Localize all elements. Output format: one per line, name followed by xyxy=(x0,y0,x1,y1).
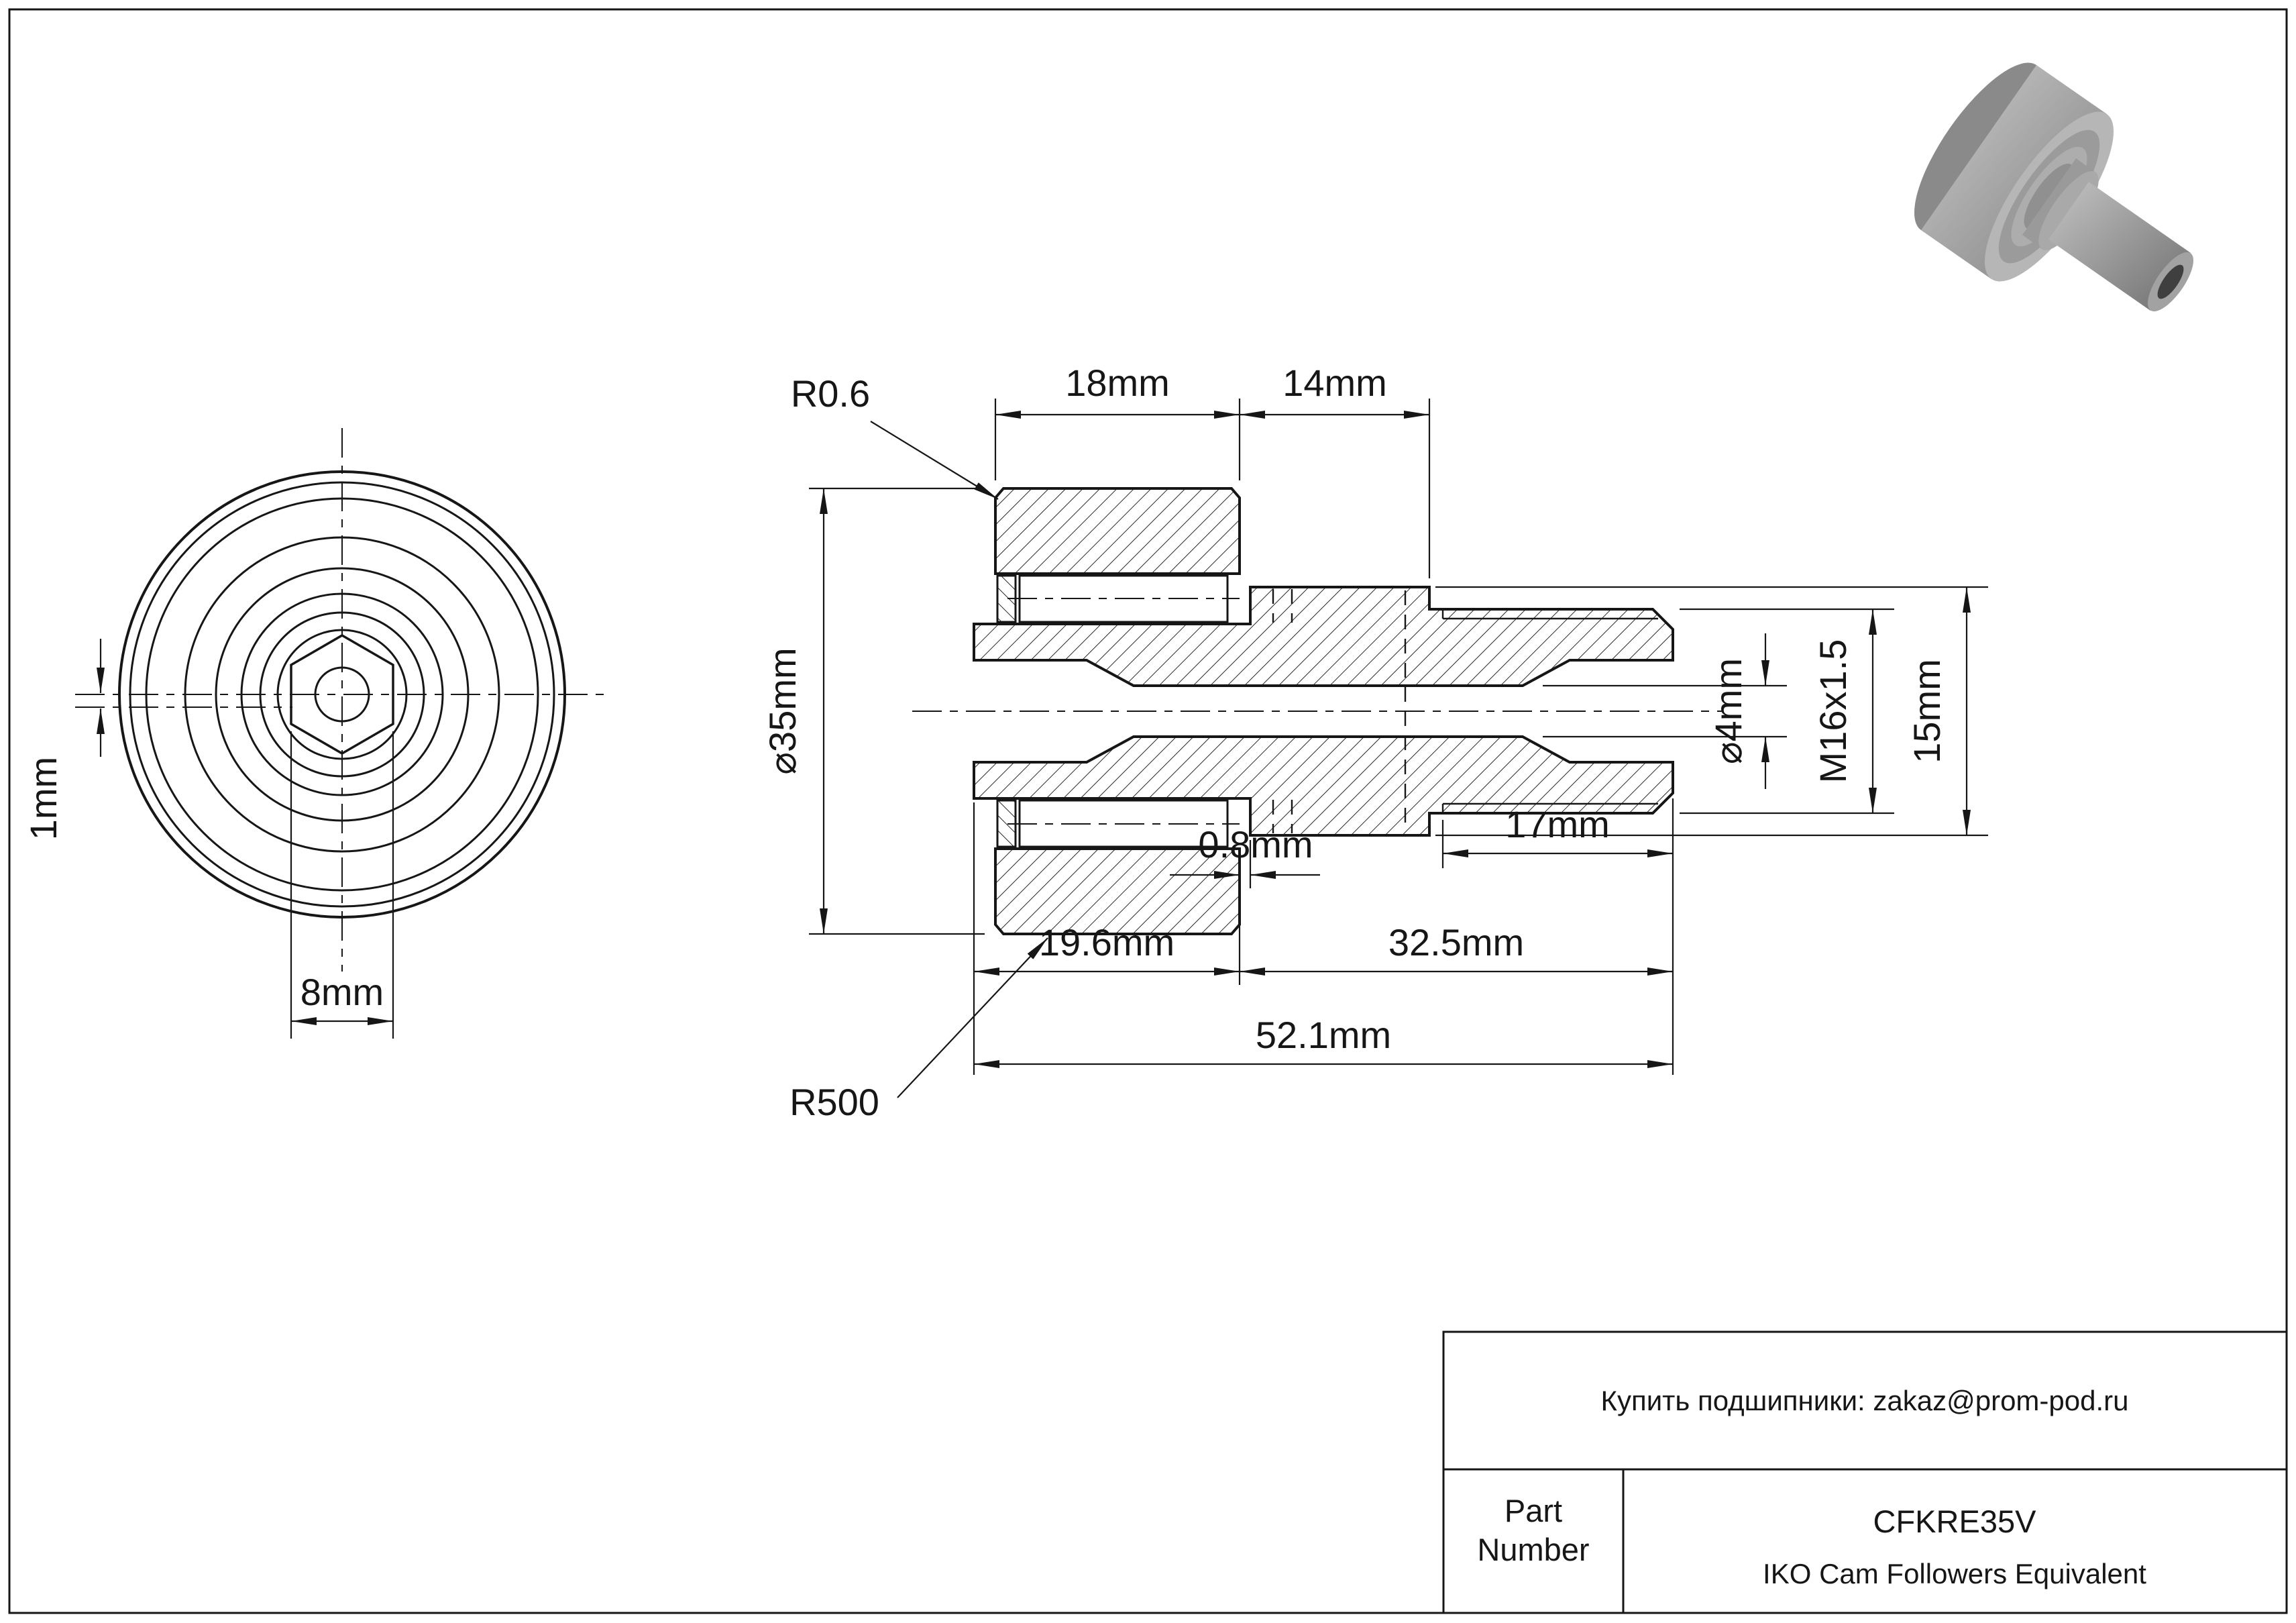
dim-thread-length xyxy=(1441,820,1673,868)
side-plate-bottom xyxy=(996,799,1017,848)
dim-label-pilot-diameter: 15mm xyxy=(1906,659,1948,764)
dim-thread-spec xyxy=(1680,608,1894,815)
dim-label-hole-diameter: ⌀4mm xyxy=(1707,658,1749,764)
dim-roller-diameter xyxy=(809,487,985,935)
dim-label-gap: 0.8mm xyxy=(1198,823,1313,866)
render-roller-body xyxy=(1921,65,2107,279)
dim-label-collar-width: 14mm xyxy=(1282,362,1387,404)
dim-head-length xyxy=(973,802,1241,1075)
side-plate-top xyxy=(996,574,1017,623)
dim-label-stud-length: 32.5mm xyxy=(1388,921,1524,963)
sheet-border xyxy=(8,8,2288,1614)
dim-label-hex-socket: 8mm xyxy=(300,971,384,1013)
section-view: 18mm 14mm ⌀35mm R0.6 R500 0.8mm xyxy=(761,362,1988,1123)
stud-section-top xyxy=(973,586,1674,687)
part-3d-render xyxy=(1914,62,2194,312)
dim-collar-width xyxy=(1240,399,1431,578)
needle-rollers xyxy=(1007,574,1240,848)
title-block-description: IKO Cam Followers Equivalent xyxy=(1763,1558,2146,1589)
dim-label-corner-radius: R0.6 xyxy=(791,372,870,415)
stud-section-bottom xyxy=(973,735,1674,837)
title-block-contact: Купить подшипники: zakaz@prom-pod.ru xyxy=(1601,1385,2129,1416)
leader-crown-radius xyxy=(897,937,1048,1098)
dim-hex-socket xyxy=(290,731,394,1039)
front-view-centerlines xyxy=(75,428,609,972)
front-view: 1mm 8mm xyxy=(22,428,609,1039)
render-stud-body xyxy=(2048,182,2191,311)
roller-ring-top xyxy=(994,487,1241,575)
render-hex-socket xyxy=(2157,264,2184,299)
dim-label-eccentricity: 1mm xyxy=(22,757,64,840)
dim-label-overall-length: 52.1mm xyxy=(1256,1014,1391,1056)
thread-lines xyxy=(1441,609,1658,813)
dim-hole-diameter xyxy=(1543,633,1787,789)
dim-gap xyxy=(1170,840,1320,938)
dim-label-thread-length: 17mm xyxy=(1505,803,1610,845)
dim-label-roller-width: 18mm xyxy=(1065,362,1170,404)
dim-pilot-diameter xyxy=(1435,586,1988,837)
dim-roller-width xyxy=(994,399,1241,480)
dim-label-thread-spec: M16x1.5 xyxy=(1812,639,1854,784)
dim-label-roller-diameter: ⌀35mm xyxy=(761,647,804,774)
title-block-part-label-line1: Part xyxy=(1505,1493,1562,1528)
dim-label-head-length: 19.6mm xyxy=(1039,921,1174,963)
dim-label-crown-radius: R500 xyxy=(789,1081,879,1123)
dim-stud-length xyxy=(1240,798,1674,1075)
title-block-part-number: CFKRE35V xyxy=(1873,1504,2037,1539)
title-block-border xyxy=(1442,1330,2288,1614)
title-block-part-label-line2: Number xyxy=(1477,1532,1589,1567)
title-block: Купить подшипники: zakaz@prom-pod.ru Par… xyxy=(1442,1330,2288,1614)
leader-corner-radius xyxy=(870,421,999,500)
